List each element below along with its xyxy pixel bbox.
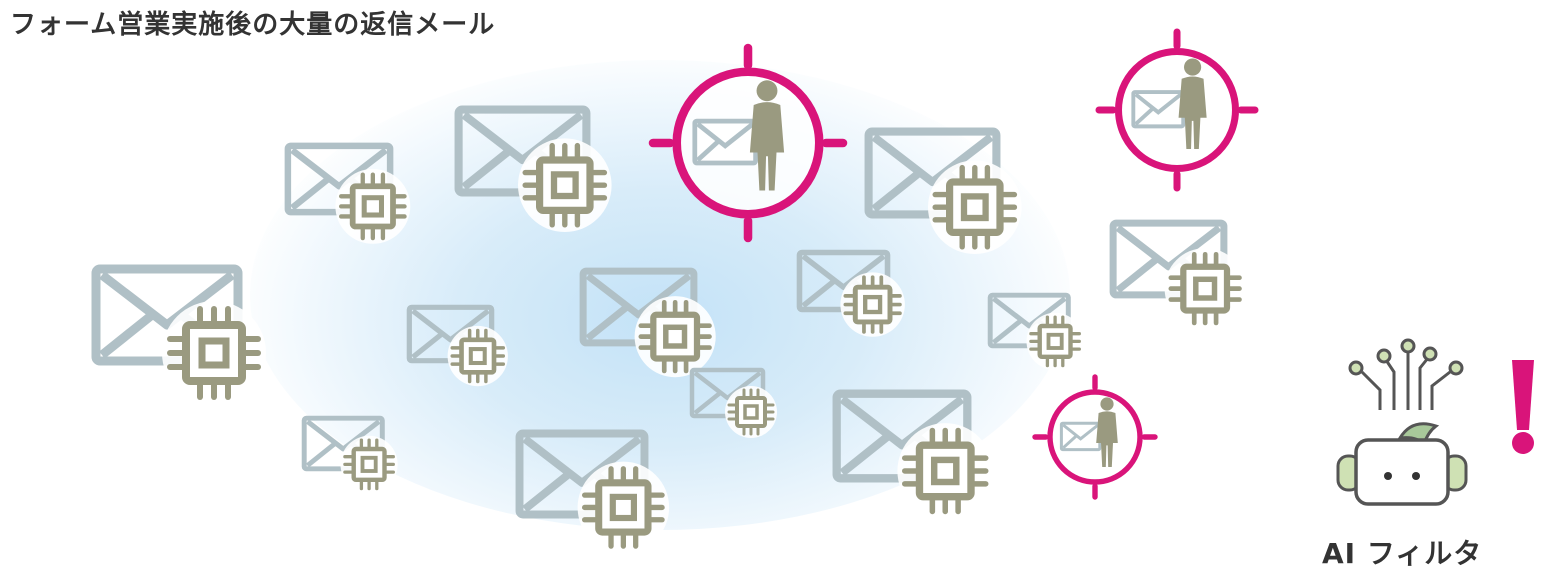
bot-email-9 [990, 295, 1083, 370]
bot-email-4 [869, 132, 1022, 254]
ai-robot-icon [1336, 338, 1468, 506]
bot-email-5 [1113, 223, 1246, 329]
human-email-3 [1035, 377, 1155, 497]
bot-email-1 [96, 269, 266, 405]
bot-email-10 [692, 370, 777, 438]
page-title: フォーム営業実施後の大量の返信メール [10, 10, 496, 40]
bot-email-13 [837, 394, 993, 519]
exclamation-icon [1512, 360, 1534, 454]
bot-email-12 [520, 434, 670, 554]
bot-email-3 [459, 110, 612, 232]
bot-email-8 [799, 252, 904, 336]
human-email-1 [653, 48, 843, 238]
bot-email-11 [304, 418, 398, 493]
ai-filter-label: AI フィルタ [1322, 537, 1483, 570]
human-email-2 [1099, 32, 1255, 188]
bot-email-6 [409, 307, 508, 386]
bot-email-2 [288, 146, 410, 244]
bot-email-7 [583, 271, 716, 377]
